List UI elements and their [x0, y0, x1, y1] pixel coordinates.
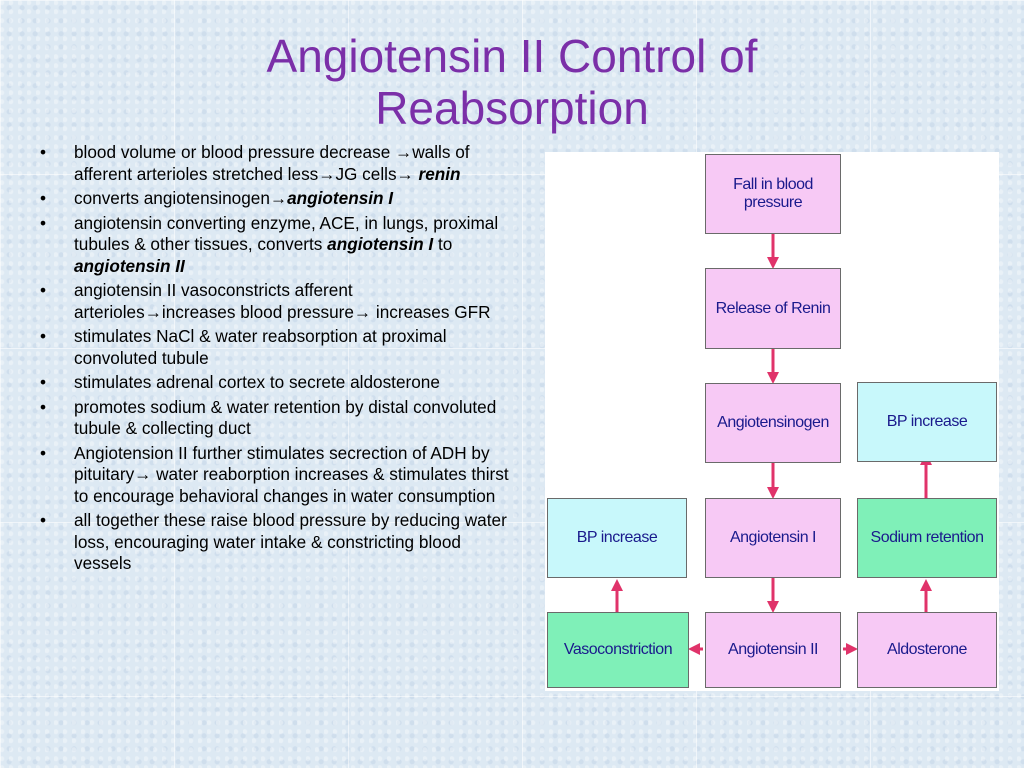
bullet-item: stimulates adrenal cortex to secrete ald…	[40, 372, 510, 394]
bullet-item: Angiotension II further stimulates secre…	[40, 443, 510, 508]
angiotensinogen-box: Angiotensinogen	[705, 383, 841, 463]
bullet-item: angiotensin II vasoconstricts afferent a…	[40, 280, 510, 323]
bullet-item: converts angiotensinogen→angiotensin I	[40, 188, 510, 210]
bp-increase-left-box: BP increase	[547, 498, 687, 578]
bullet-item: promotes sodium & water retention by dis…	[40, 397, 510, 440]
bullet-item: blood volume or blood pressure decrease …	[40, 142, 510, 185]
bullet-list: blood volume or blood pressure decrease …	[40, 142, 510, 578]
release-of-renin-box: Release of Renin	[705, 268, 841, 349]
angiotensin-i-box: Angiotensin I	[705, 498, 841, 578]
angiotensin-ii-box: Angiotensin II	[705, 612, 841, 688]
bullet-item: all together these raise blood pressure …	[40, 510, 510, 575]
aldosterone-box: Aldosterone	[857, 612, 997, 688]
bp-increase-right-box: BP increase	[857, 382, 997, 462]
flow-diagram: Fall in blood pressure Release of Renin …	[545, 152, 999, 691]
vasoconstriction-box: Vasoconstriction	[547, 612, 689, 688]
fall-in-blood-pressure-box: Fall in blood pressure	[705, 154, 841, 234]
slide-title: Angiotensin II Control of Reabsorption	[266, 30, 758, 134]
bullet-item: angiotensin converting enzyme, ACE, in l…	[40, 213, 510, 278]
sodium-retention-box: Sodium retention	[857, 498, 997, 578]
bullet-item: stimulates NaCl & water reabsorption at …	[40, 326, 510, 369]
